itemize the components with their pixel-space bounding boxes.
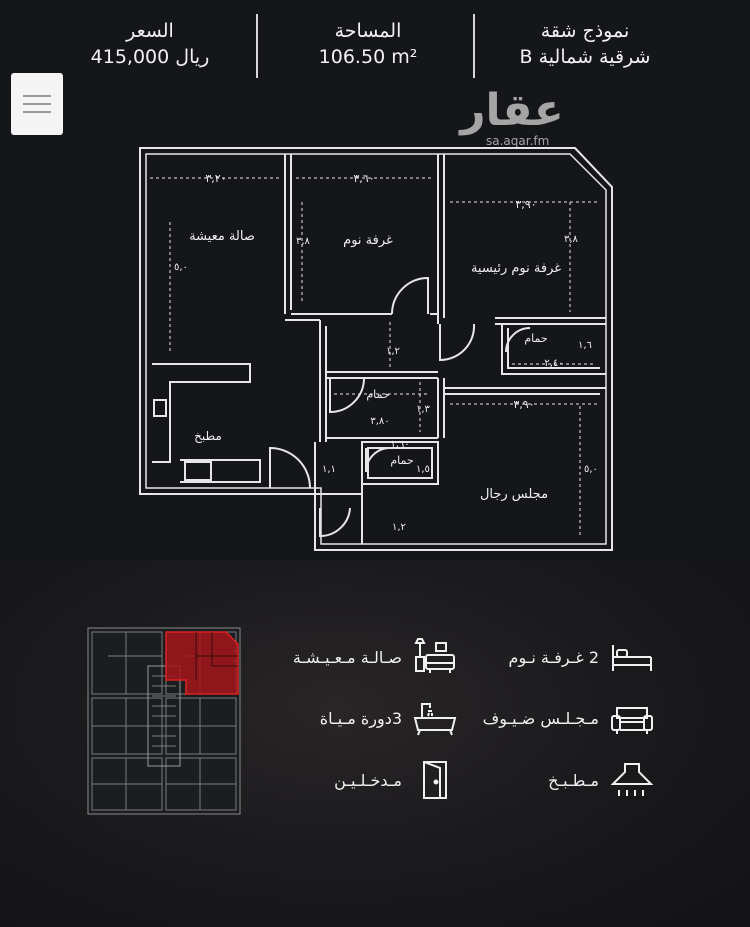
- dimension-line: [334, 363, 598, 405]
- dimension-label: ٣,٦٠: [353, 172, 374, 185]
- dimension-label: ٥,٠: [584, 464, 598, 475]
- feature-label: مـطـبـخ: [548, 770, 599, 790]
- kitchen-counter: [152, 363, 251, 463]
- dimension-label: ٣,٨: [564, 234, 579, 245]
- door: [329, 377, 365, 414]
- header-divider: [473, 14, 475, 78]
- menu-line: [23, 103, 51, 105]
- door-icon: [423, 761, 447, 799]
- feature-living: صـالـة مـعـيـشـة: [293, 637, 458, 677]
- room-label: غرفة نوم: [343, 233, 393, 248]
- living-room-icon: [414, 638, 455, 673]
- door: [319, 507, 351, 538]
- feature-bedrooms: 2 غـرفـة نـوم: [509, 637, 655, 677]
- aqar-watermark: عقار sa.aqar.fm: [452, 85, 572, 149]
- dimension-label: ١,٦٠: [390, 439, 409, 450]
- model-block: نموذج شقة B شرقية شمالية: [490, 18, 680, 70]
- dimension-label: ٣,٢٠: [205, 172, 226, 185]
- floor-plan-drawing: صالة معيشة غرفة نوم غرفة نوم رئيسية مطبخ…: [139, 147, 613, 551]
- sofa-icon: [611, 707, 653, 734]
- room-label: حمام: [366, 388, 389, 401]
- feature-label: 3دورة مـيـاة: [319, 708, 402, 728]
- dimension-label: ٣,٩٠: [515, 198, 536, 211]
- dimension-label: ٢,٤٠: [544, 358, 563, 369]
- door: [505, 327, 531, 353]
- dimension-label: ٥,٠: [174, 262, 188, 273]
- feature-label: مـجـلـس ضـيـوف: [482, 708, 599, 728]
- wall: [284, 154, 292, 314]
- room-label: حمام: [524, 332, 547, 345]
- feature-bathrooms: 3دورة مـيـاة: [320, 698, 458, 738]
- room-label: صالة معيشة: [189, 229, 255, 244]
- header: نموذج شقة B شرقية شمالية المساحة 106.50 …: [0, 0, 750, 92]
- wall: [437, 378, 445, 438]
- feature-entrances: مـدخـلـيـن: [334, 760, 458, 800]
- room-label: مجلس رجال: [480, 487, 548, 502]
- range-hood-icon: [610, 763, 654, 796]
- header-divider: [256, 14, 258, 78]
- wall: [444, 387, 606, 395]
- highlighted-unit: [165, 631, 239, 695]
- outer-wall: [139, 147, 613, 551]
- feature-label: مـدخـلـيـن: [334, 770, 402, 790]
- dimension-label: ١,٢: [386, 346, 400, 357]
- area-value: 106.50 m²: [318, 46, 418, 68]
- door: [439, 323, 476, 362]
- kitchen-sink: [153, 399, 167, 417]
- bathtub-icon: [413, 703, 457, 736]
- wall: [319, 320, 327, 442]
- wall: [495, 317, 606, 325]
- wall: [361, 441, 439, 485]
- dimension-label: ١,٦: [578, 340, 592, 351]
- area-label: المساحة: [334, 20, 402, 42]
- feature-guest-majlis: مـجـلـس ضـيـوف: [483, 698, 655, 738]
- dimension-label: ٣,٨٠: [370, 416, 389, 427]
- feature-label: صـالـة مـعـيـشـة: [292, 647, 402, 667]
- hamburger-menu-button[interactable]: [11, 73, 63, 135]
- door: [269, 446, 311, 489]
- feature-kitchen: مـطـبـخ: [548, 760, 655, 800]
- price-block: السعر 415,000 ريال: [60, 18, 240, 70]
- model-label: نموذج شقة: [540, 20, 630, 42]
- price-label: السعر: [126, 20, 174, 42]
- dimension-line: [389, 322, 581, 538]
- stove: [184, 461, 212, 481]
- door: [391, 276, 429, 315]
- model-value: B شرقية شمالية: [519, 46, 651, 68]
- menu-line: [23, 95, 51, 97]
- dimension-label: ١,٣: [416, 404, 431, 415]
- wall: [367, 447, 433, 479]
- wall: [326, 371, 438, 379]
- room-label: غرفة نوم رئيسية: [471, 261, 561, 276]
- dimension-label: ١,٥: [416, 464, 430, 475]
- building-key-plan: [86, 626, 242, 820]
- dimension-label: ٣,٨: [296, 236, 311, 247]
- outer-wall-inner: [145, 153, 607, 545]
- watermark-logo: عقار: [460, 85, 564, 136]
- bed-icon: [612, 645, 652, 671]
- feature-label: 2 غـرفـة نـوم: [508, 647, 599, 667]
- wall: [437, 154, 445, 324]
- price-value: 415,000 ريال: [90, 46, 210, 68]
- dimension-label: ٣,٩٠: [513, 398, 534, 411]
- menu-line: [23, 111, 51, 113]
- dimension-label: ١,٢: [392, 522, 406, 533]
- area-block: المساحة 106.50 m²: [278, 18, 458, 70]
- floor-plan: صالة معيشة غرفة نوم غرفة نوم رئيسية مطبخ…: [130, 142, 620, 561]
- room-label: حمام: [390, 454, 413, 467]
- dimension-line: [169, 202, 571, 352]
- dimension-label: ١,١: [322, 464, 336, 475]
- watermark-url: sa.aqar.fm: [486, 134, 550, 148]
- key-plan-drawing: [87, 627, 241, 815]
- kitchen-counter: [180, 459, 261, 483]
- door: [365, 447, 391, 473]
- dimension-line: [150, 177, 598, 203]
- room-label: مطبخ: [194, 429, 222, 443]
